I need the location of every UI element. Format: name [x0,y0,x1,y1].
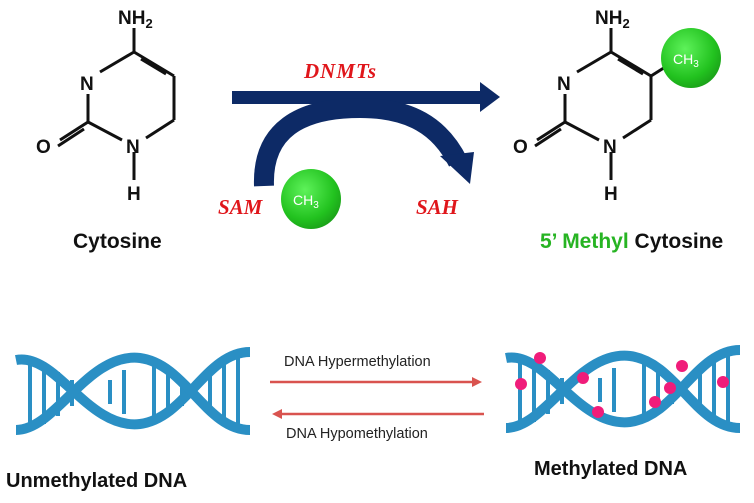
unmethylated-dna-helix [15,347,251,435]
sam-label: SAM [218,195,264,219]
methylcytosine-label: 5’ Methyl Cytosine [540,230,723,254]
cytosine-hydrogen: H [127,184,141,205]
methylcytosine-methyl-group: CH3 [661,28,721,88]
svg-text:CH3: CH3 [293,192,319,211]
methyl-marks [515,352,729,418]
methylation-arrow [232,82,500,112]
methylcytosine-oxygen: O [513,137,528,158]
methylcytosine-n1: N [603,137,617,158]
svg-text:CH3: CH3 [673,51,699,70]
unmethylated-dna-label: Unmethylated DNA [6,470,188,492]
cytosine-amine: NH2 [118,8,153,31]
hypermethylation-label: DNA Hypermethylation [284,354,431,370]
cytosine-n3: N [80,74,94,95]
methylcytosine-amine: NH2 [595,8,630,31]
cytosine-n1: N [126,137,140,158]
methylated-dna-helix [505,345,741,433]
methylcytosine-n3: N [557,74,571,95]
hypermethylation-arrow [270,377,482,387]
hypomethylation-label: DNA Hypomethylation [286,426,428,442]
methylcytosine-label-prefix: 5’ Methyl [540,230,629,253]
enzyme-label: DNMTs [303,59,377,83]
cofactor-curved-arrow [253,97,474,187]
methylcytosine-structure [534,28,671,180]
cytosine-label: Cytosine [73,230,162,253]
sah-label: SAH [416,195,459,219]
sam-methyl-group: CH3 [281,169,341,229]
methylcytosine-hydrogen: H [604,184,618,205]
cytosine-oxygen: O [36,137,51,158]
methylated-dna-label: Methylated DNA [534,458,688,480]
cytosine-structure [57,28,176,180]
methylcytosine-label-suffix: Cytosine [634,230,724,253]
hypomethylation-arrow [272,409,484,419]
